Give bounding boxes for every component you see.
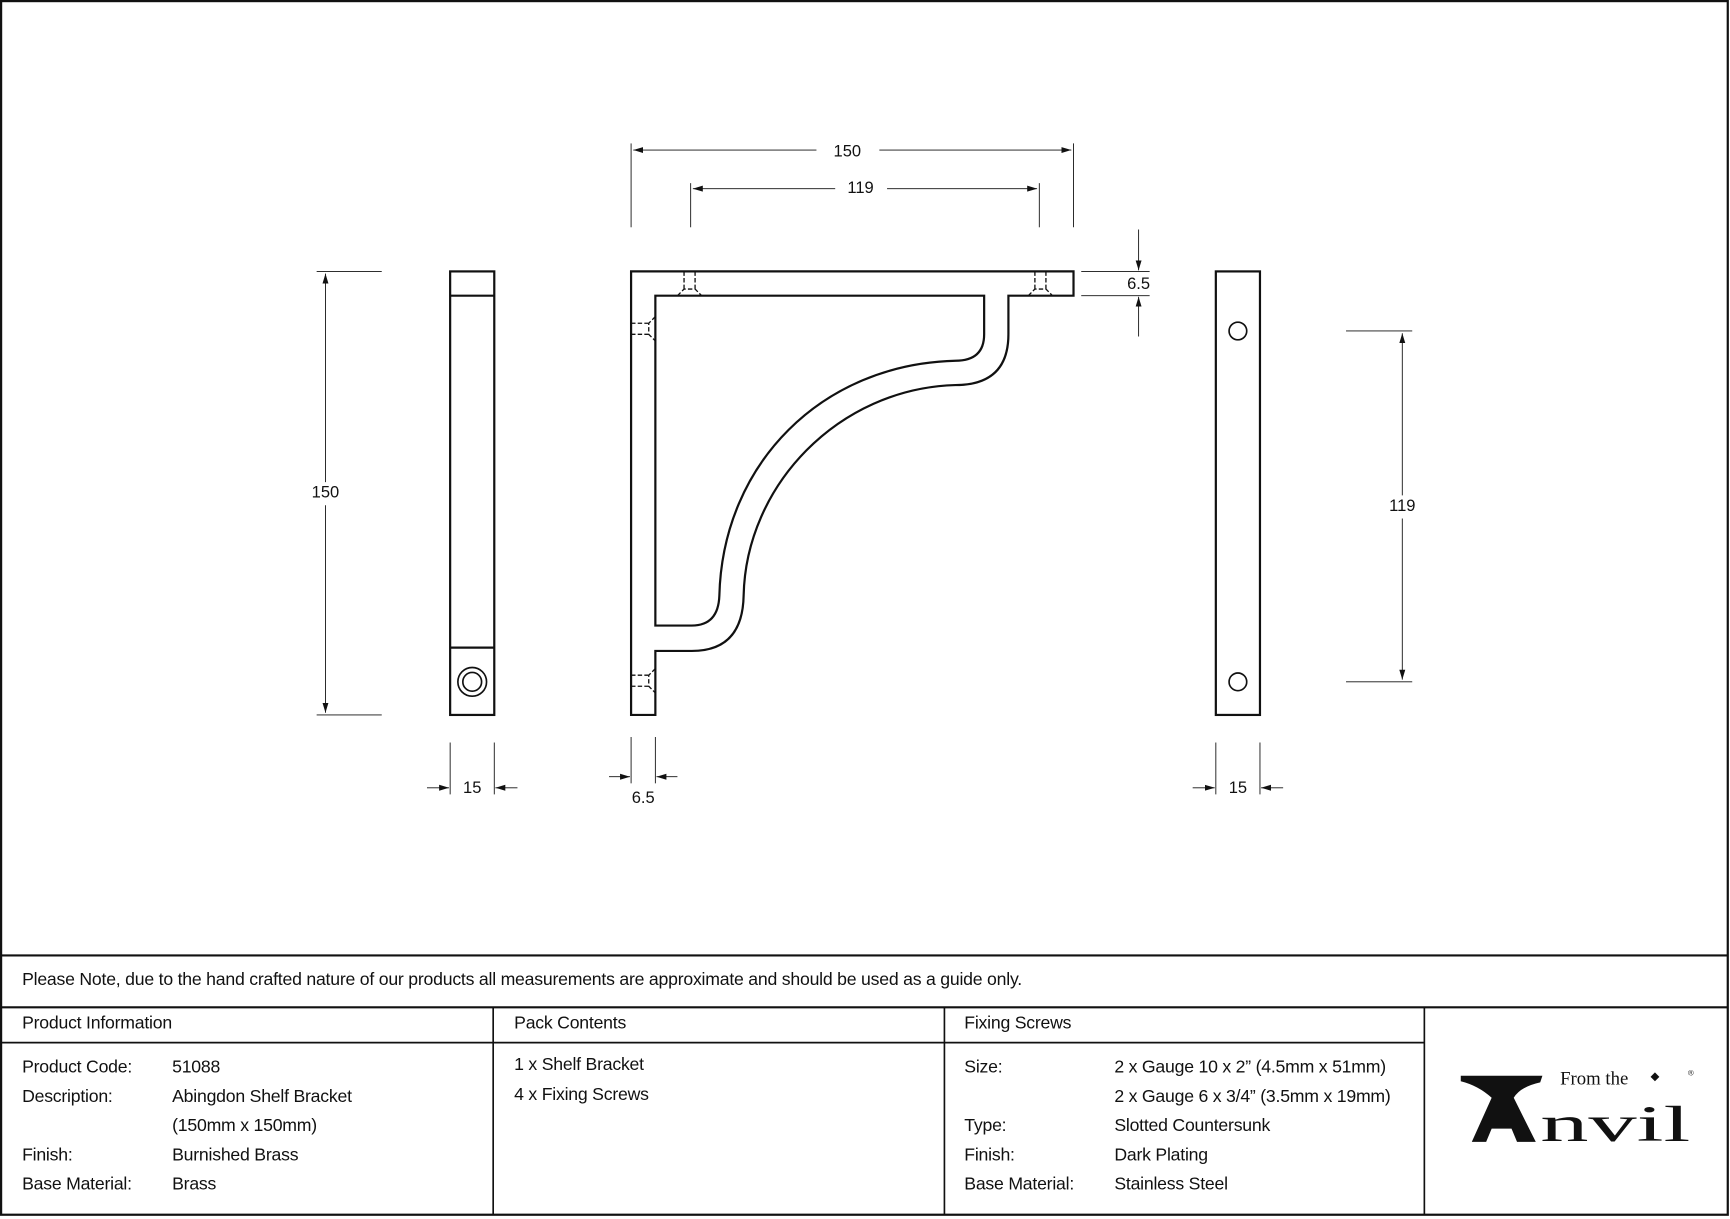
fixing-screws-heading: Fixing Screws [964,1013,1072,1033]
row-label: Finish: [22,1146,73,1166]
screw-type: Slotted Countersunk [1114,1116,1271,1136]
row-label: Size: [964,1058,1003,1077]
pack-contents-heading: Pack Contents [514,1013,627,1033]
back-view [1214,270,1262,717]
screw-size: 2 x Gauge 6 x 3/4” (3.5mm x 19mm) [1114,1087,1391,1107]
logo-wordmark: nvil [1540,1096,1690,1152]
side-view [449,270,496,717]
dim-thickness-bottom: 6.5 [632,788,655,807]
pack-item: 1 x Shelf Bracket [514,1055,644,1075]
dim-hole-spacing-back: 119 [1389,496,1415,515]
screw-hole-hidden-lines [631,271,1054,694]
screw-finish: Dark Plating [1114,1146,1208,1166]
row-label: Base Material: [22,1175,132,1194]
description-size: (150mm x 150mm) [172,1116,317,1136]
anvil-icon [1460,1075,1543,1142]
base-material: Brass [172,1175,217,1194]
dim-thickness-top: 6.5 [1127,274,1150,293]
finish: Burnished Brass [172,1146,299,1166]
measurement-note: Please Note, due to the hand crafted nat… [22,970,1022,990]
product-info-heading: Product Information [22,1013,172,1033]
product-code: 51088 [172,1058,221,1077]
pack-item: 4 x Fixing Screws [514,1085,649,1105]
from-the-anvil-logo: nvil From the ® [1460,1069,1694,1152]
dim-back-width: 15 [1229,778,1247,797]
row-label: Description: [22,1087,113,1107]
screw-material: Stainless Steel [1114,1175,1228,1194]
description: Abingdon Shelf Bracket [172,1087,352,1107]
row-label: Type: [964,1116,1007,1136]
row-label: Finish: [964,1146,1015,1166]
dim-hole-spacing-top: 119 [847,178,873,197]
dim-side-width: 15 [463,778,481,797]
svg-text:®: ® [1688,1069,1694,1078]
bracket-front-view [629,270,1075,717]
row-label: Product Code: [22,1058,133,1077]
dim-side-height: 150 [312,483,340,502]
dim-overall-width: 150 [834,142,862,161]
screw-size: 2 x Gauge 10 x 2” (4.5mm x 51mm) [1114,1058,1386,1077]
row-label: Base Material: [964,1175,1075,1194]
logo-tagline: From the [1560,1069,1628,1090]
